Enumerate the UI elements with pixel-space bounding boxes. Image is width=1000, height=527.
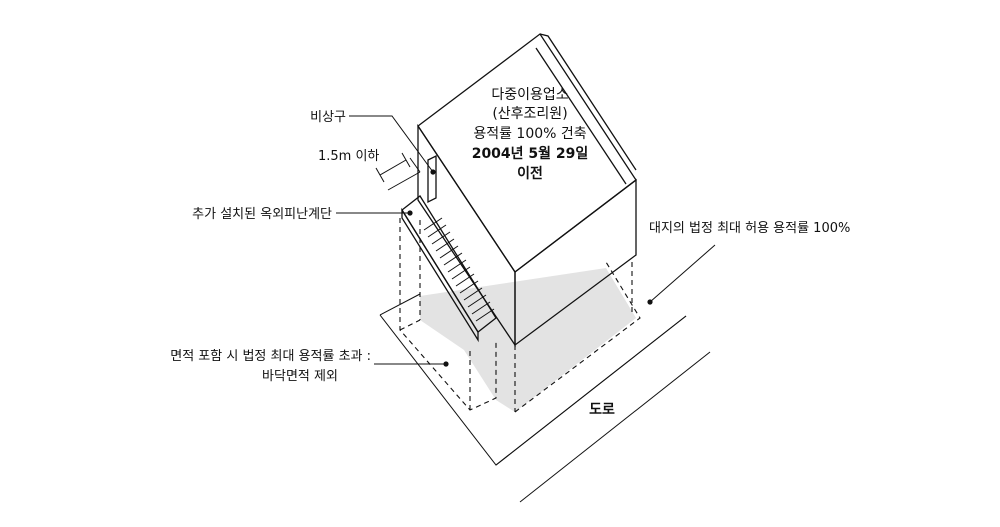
emergency-exit-door (427, 154, 437, 204)
site-shaded-area (420, 268, 636, 412)
building-line3: 용적률 100% 건축 (473, 126, 586, 142)
stair-projection-dashed-3 (399, 319, 421, 331)
road-edge-outer (519, 351, 711, 503)
site-far-dot (647, 299, 653, 305)
height-limit-label: 1.5m 이하 (318, 149, 379, 164)
exceed-dot (443, 361, 449, 367)
building-line4: 2004년 5월 29일 (472, 145, 589, 162)
emergency-exit-label: 비상구 (310, 110, 346, 125)
building-line1: 다중이용업소 (491, 87, 568, 103)
emergency-exit-leader (349, 115, 434, 173)
exceed-label-line1: 면적 포함 시 법정 최대 용적률 초과 : (170, 349, 371, 364)
building-line2: (산후조리원) (492, 106, 567, 122)
height-dimension (375, 152, 421, 191)
site-boundary-left (379, 293, 421, 316)
building-line5: 이전 (517, 165, 543, 182)
road-edge-inner (495, 315, 687, 466)
outdoor-stair (401, 195, 497, 343)
footprint-dashed-right (514, 261, 641, 413)
road-label: 도로 (589, 402, 615, 418)
exceed-label-line2: 바닥면적 제외 (262, 369, 338, 384)
site-far-label: 대지의 법정 최대 허용 용적률 100% (649, 221, 850, 236)
site-far-leader (649, 244, 716, 303)
building-box (417, 33, 637, 348)
added-stair-label: 추가 설치된 옥외피난계단 (192, 207, 332, 222)
added-stair-dot (407, 210, 413, 216)
